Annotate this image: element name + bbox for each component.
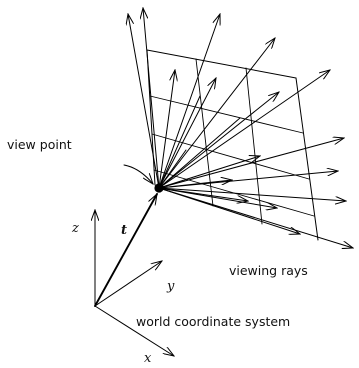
viewing-rays	[128, 8, 353, 248]
world-coordinate-system-label: world coordinate system	[136, 314, 290, 329]
viewing-ray	[158, 156, 260, 189]
y-axis	[94, 261, 162, 307]
z-label: z	[71, 221, 79, 236]
viewing-ray	[158, 70, 330, 189]
viewing-ray	[158, 78, 216, 189]
plane-edge-right	[295, 77, 319, 241]
viewing-ray	[143, 8, 160, 189]
viewing-ray	[158, 138, 344, 189]
viewing-ray	[158, 180, 232, 189]
y-label: y	[166, 279, 175, 294]
viewing-ray	[158, 149, 187, 189]
viewing-ray	[158, 14, 220, 189]
viewing-rays-label: viewing rays	[229, 263, 308, 278]
plane-vline	[195, 58, 214, 207]
plane-vline	[245, 67, 263, 225]
view-point-pointer	[123, 164, 153, 184]
viewing-ray	[158, 187, 248, 201]
viewing-ray	[158, 187, 346, 201]
view-point-dot	[154, 183, 164, 193]
viewing-ray	[158, 187, 353, 248]
viewing-ray	[128, 14, 160, 189]
translation-vector-t	[94, 194, 158, 307]
viewing-ray	[158, 38, 275, 189]
viewing-ray	[158, 70, 175, 189]
t-label: t	[121, 223, 127, 238]
x-axis	[94, 305, 174, 356]
viewing-ray	[158, 95, 201, 189]
plane-hline	[149, 95, 304, 134]
plane-edge-top	[146, 49, 297, 79]
plane-hline	[151, 133, 310, 180]
viewing-ray	[158, 187, 300, 234]
viewing-ray	[158, 117, 241, 189]
viewing-ray	[158, 92, 279, 189]
view-point-label: view point	[7, 137, 72, 152]
x-label: x	[144, 351, 152, 366]
world-axes	[95, 210, 174, 356]
